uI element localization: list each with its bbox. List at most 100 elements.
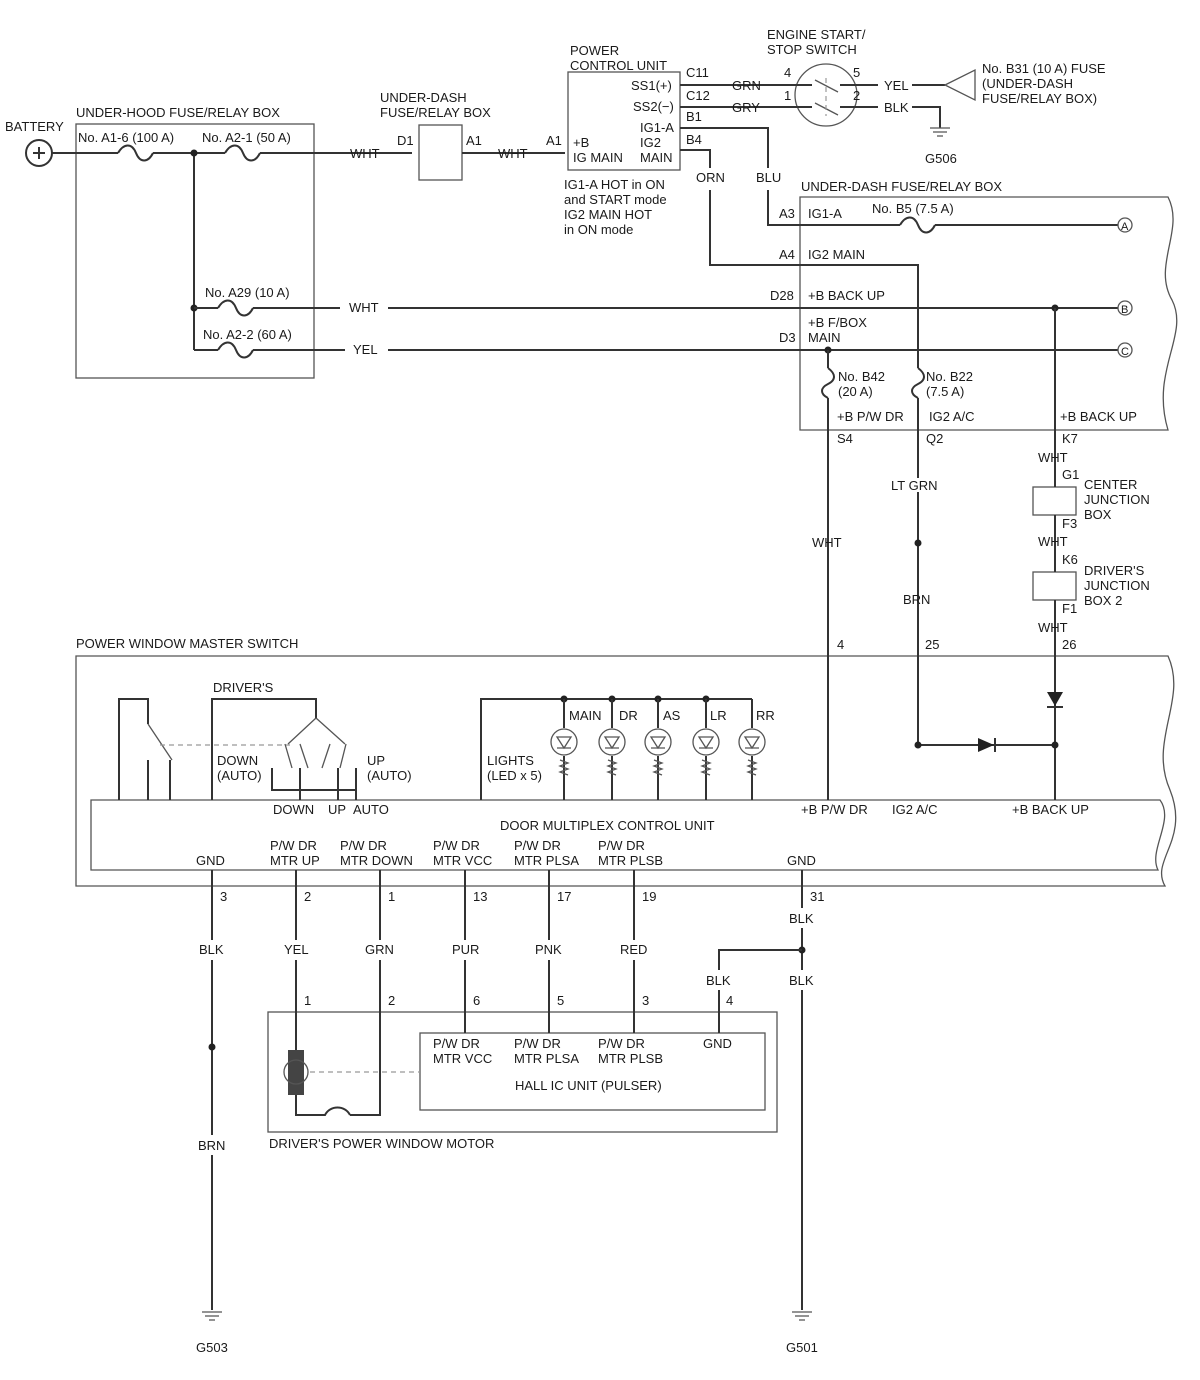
fuse-a2-1 <box>224 144 261 162</box>
fuse-b5-label: No. B5 (7.5 A) <box>872 201 954 216</box>
backup-label: +B BACK UP <box>808 288 885 303</box>
hall-unit-label: HALL IC UNIT (PULSER) <box>515 1078 662 1093</box>
wire-ltgrn: LT GRN <box>891 478 937 493</box>
ig2ac2-label: IG2 A/C <box>892 802 938 817</box>
pin-d28: D28 <box>770 288 794 303</box>
led-as <box>644 695 672 800</box>
pin-31: 31 <box>810 889 824 904</box>
pin-f3: F3 <box>1062 516 1077 531</box>
ground-g501 <box>792 1311 812 1321</box>
fuse-a29 <box>217 299 254 317</box>
lights-label-2: (LED x 5) <box>487 768 542 783</box>
fuse-b42 <box>821 367 835 399</box>
fuse-b22-label-1: No. B22 <box>926 369 973 384</box>
wire-red: RED <box>620 942 647 957</box>
pcu-ig2-1: IG2 <box>640 135 661 150</box>
wire-pur: PUR <box>452 942 479 957</box>
wire-wht-s4: WHT <box>812 535 842 550</box>
hall-plsb-label-1: P/W DR <box>598 1036 645 1051</box>
motor-pin-6: 6 <box>473 993 480 1008</box>
led-lr <box>692 695 720 800</box>
fuse-b31-label-1: No. B31 (10 A) FUSE <box>982 61 1106 76</box>
pcu-ig1a: IG1-A <box>640 120 674 135</box>
wire-yel-top: YEL <box>884 78 909 93</box>
pin-13: 13 <box>473 889 487 904</box>
motor-pin-3: 3 <box>642 993 649 1008</box>
pin-4-top: 4 <box>837 637 844 652</box>
diode-ig2 <box>978 738 994 752</box>
pin-c12: C12 <box>686 88 710 103</box>
cjb-label-3: BOX <box>1084 507 1112 522</box>
connector-b <box>1117 300 1133 316</box>
lights-label-1: LIGHTS <box>487 753 534 768</box>
pcu-note-2: and START mode <box>564 192 667 207</box>
engine-start-stop-switch <box>794 63 858 127</box>
led-rr <box>738 699 766 800</box>
wire-blu: BLU <box>756 170 781 185</box>
backup3-label: +B BACK UP <box>1012 802 1089 817</box>
fbox-label-1: +B F/BOX <box>808 315 867 330</box>
pcu-bplus: +B <box>573 135 589 150</box>
motor-pin-2: 2 <box>388 993 395 1008</box>
g501-label: G501 <box>786 1340 818 1355</box>
connector-a <box>1117 217 1133 233</box>
ess-pin-2: 2 <box>853 88 860 103</box>
pin-d3: D3 <box>779 330 796 345</box>
wire-blk-4: BLK <box>706 973 731 988</box>
drivers-label: DRIVER'S <box>213 680 274 695</box>
pin-a1-pcu: A1 <box>546 133 562 148</box>
mtr-down-label-2: MTR DOWN <box>340 853 413 868</box>
ess-pin-1: 1 <box>784 88 791 103</box>
pin-b4: B4 <box>686 132 702 147</box>
pin-19: 19 <box>642 889 656 904</box>
wire-grn-top: GRN <box>732 78 761 93</box>
door-multiplex-control-unit-box <box>90 799 1166 871</box>
fbox-label-2: MAIN <box>808 330 841 345</box>
wire-blk-31: BLK <box>789 911 814 926</box>
bpwdr-label: +B P/W DR <box>837 409 904 424</box>
gnd-label: GND <box>196 853 225 868</box>
fuse-a2-2-label: No. A2-2 (60 A) <box>203 327 292 342</box>
motor-label: DRIVER'S POWER WINDOW MOTOR <box>269 1136 494 1151</box>
pin-25-top: 25 <box>925 637 939 652</box>
led-rr-label: RR <box>756 708 775 723</box>
ground-g503 <box>202 1311 222 1321</box>
center-junction-box <box>1032 486 1077 516</box>
led-lr-label: LR <box>710 708 727 723</box>
gnd2-label: GND <box>787 853 816 868</box>
fuse-b31-label-3: FUSE/RELAY BOX) <box>982 91 1097 106</box>
fuse-b22 <box>911 367 925 399</box>
pin-f1: F1 <box>1062 601 1077 616</box>
pin-3: 3 <box>220 889 227 904</box>
wire-wht-k7: WHT <box>1038 450 1068 465</box>
conn-a-label: A <box>1121 221 1129 233</box>
under-dash-relay <box>418 124 463 181</box>
pcu-ig2-2: MAIN <box>640 150 673 165</box>
wire-brn-q2: BRN <box>903 592 930 607</box>
conn-c-label: C <box>1121 346 1129 358</box>
wire-brn-g503: BRN <box>198 1138 225 1153</box>
power-window-master-switch-box <box>75 655 1177 887</box>
motor-symbol <box>288 1050 304 1095</box>
mtr-down-label-1: P/W DR <box>340 838 387 853</box>
ig2main-label: IG2 MAIN <box>808 247 865 262</box>
wire-yel-up: YEL <box>284 942 309 957</box>
wire-gry-top: GRY <box>732 100 760 115</box>
pin-a1: A1 <box>466 133 482 148</box>
wire-yel-1: YEL <box>353 342 378 357</box>
fuse-b31-symbol <box>943 68 976 102</box>
under-hood-fuse-relay-box <box>75 123 315 379</box>
wire-wht-2: WHT <box>498 146 528 161</box>
pcu-label-2: CONTROL UNIT <box>570 58 667 73</box>
mtr-up-label-1: P/W DR <box>270 838 317 853</box>
wire-grn-down: GRN <box>365 942 394 957</box>
diode-backup <box>1047 692 1063 706</box>
mtr-plsa-label-1: P/W DR <box>514 838 561 853</box>
wire-wht-1: WHT <box>350 146 380 161</box>
drivers-junction-box-2 <box>1032 571 1077 601</box>
led-main-label: MAIN <box>569 708 602 723</box>
pin-s4: S4 <box>837 431 853 446</box>
ig2ac-label: IG2 A/C <box>929 409 975 424</box>
fuse-b22-label-2: (7.5 A) <box>926 384 964 399</box>
wire-blk-g501: BLK <box>789 973 814 988</box>
